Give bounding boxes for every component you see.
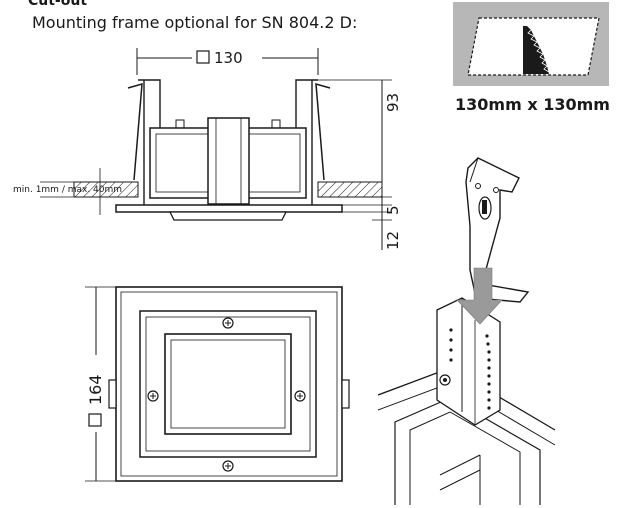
subtitle: Mounting frame optional for SN 804.2 D: bbox=[32, 13, 357, 32]
trim-flange bbox=[115, 204, 343, 213]
lens bbox=[168, 211, 288, 221]
ceiling-slab-right bbox=[317, 181, 383, 198]
post-slots bbox=[449, 328, 491, 410]
spring-clip-left bbox=[127, 82, 143, 181]
screw-icon bbox=[294, 390, 306, 402]
section-view: 130 min. 1mm / max. 40mm 9 bbox=[13, 48, 402, 250]
square-symbol-icon bbox=[196, 50, 210, 64]
saw-blade-icon bbox=[523, 26, 550, 74]
plan-view: 164 bbox=[85, 286, 350, 482]
outer-frame bbox=[115, 286, 343, 482]
cutout-size-label: 130mm x 130mm bbox=[455, 95, 610, 114]
cutout-panel bbox=[453, 2, 609, 86]
mounting-post bbox=[436, 297, 501, 426]
spring-clip-right bbox=[315, 82, 331, 181]
screw-icon bbox=[147, 390, 159, 402]
lip-label: 5 bbox=[384, 205, 402, 215]
lens-window bbox=[164, 333, 292, 435]
screw-icon bbox=[222, 317, 234, 329]
square-symbol-icon bbox=[88, 413, 102, 427]
cut-out-heading: Cut-out bbox=[28, 0, 87, 9]
inner-frame bbox=[139, 310, 317, 458]
isometric-detail bbox=[377, 157, 556, 505]
section-width-label: 130 bbox=[214, 49, 243, 67]
clip-tab-right bbox=[341, 379, 350, 409]
depth-label: 12 bbox=[384, 231, 402, 250]
ceiling-thickness-label: min. 1mm / max. 40mm bbox=[13, 185, 122, 195]
clip-tab-left bbox=[108, 379, 117, 409]
height-label: 93 bbox=[384, 93, 402, 112]
insert-arrow-icon bbox=[456, 267, 503, 325]
center-bracket bbox=[207, 117, 250, 205]
screw-icon bbox=[222, 460, 234, 472]
spring-clip bbox=[465, 157, 530, 303]
plan-size-label: 164 bbox=[86, 374, 105, 405]
